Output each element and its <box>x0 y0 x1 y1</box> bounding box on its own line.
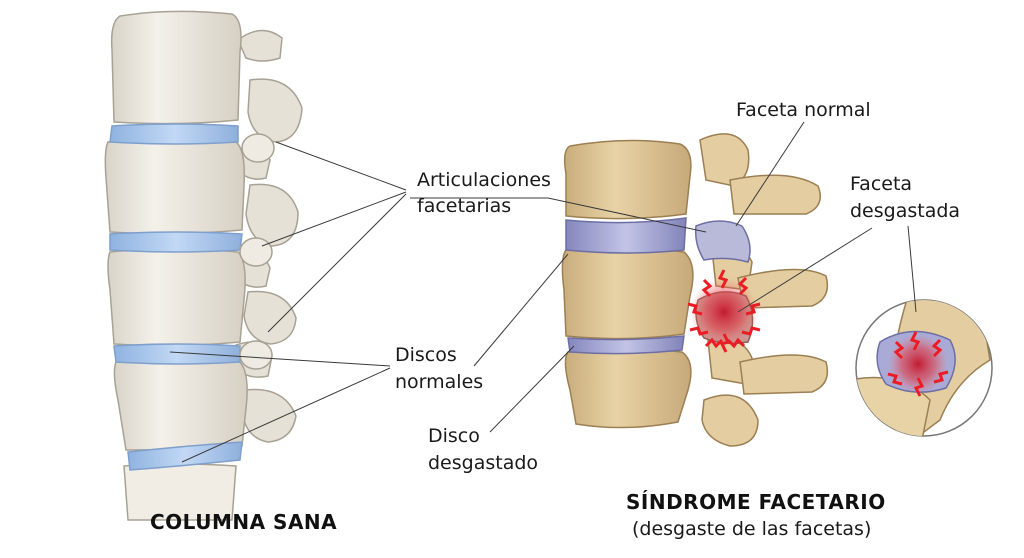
caption-desgaste-facetas: (desgaste de las facetas) <box>632 518 872 540</box>
inflammation-marks <box>687 269 761 353</box>
label-faceta-desgastada-line2: desgastada <box>850 200 961 222</box>
normal-facet <box>694 220 751 263</box>
healthy-disc-1 <box>109 123 239 145</box>
healthy-vertebral-bodies <box>104 10 248 521</box>
worn-disc-degenerated <box>567 335 685 355</box>
label-discos-normales-line2: normales <box>395 371 484 393</box>
healthy-disc-4 <box>127 441 243 471</box>
caption-columna-sana: COLUMNA SANA <box>150 510 338 534</box>
label-articulaciones-line2: facetarias <box>417 195 512 217</box>
label-discos-normales-line1: Discos <box>395 344 457 366</box>
label-disco-desgastado-line1: Disco <box>428 425 480 447</box>
worn-discs <box>565 217 687 355</box>
worn-disc-normal <box>565 217 687 254</box>
healthy-disc-2 <box>109 231 243 253</box>
healthy-facet-joints <box>239 133 275 370</box>
facet-zoom-inset <box>855 299 993 437</box>
label-faceta-desgastada-line1: Faceta <box>850 173 913 195</box>
healthy-discs <box>109 123 243 471</box>
label-disco-desgastado-line2: desgastado <box>428 452 539 474</box>
label-faceta-normal: Faceta normal <box>736 99 871 121</box>
caption-sindrome-facetario: SÍNDROME FACETARIO <box>626 490 886 514</box>
worn-vertebral-bodies <box>561 139 694 429</box>
worn-spine <box>561 133 829 447</box>
healthy-spine <box>104 10 303 521</box>
healthy-disc-3 <box>113 343 241 365</box>
leader-lines <box>169 121 917 463</box>
label-articulaciones-line1: Articulaciones <box>417 169 551 191</box>
